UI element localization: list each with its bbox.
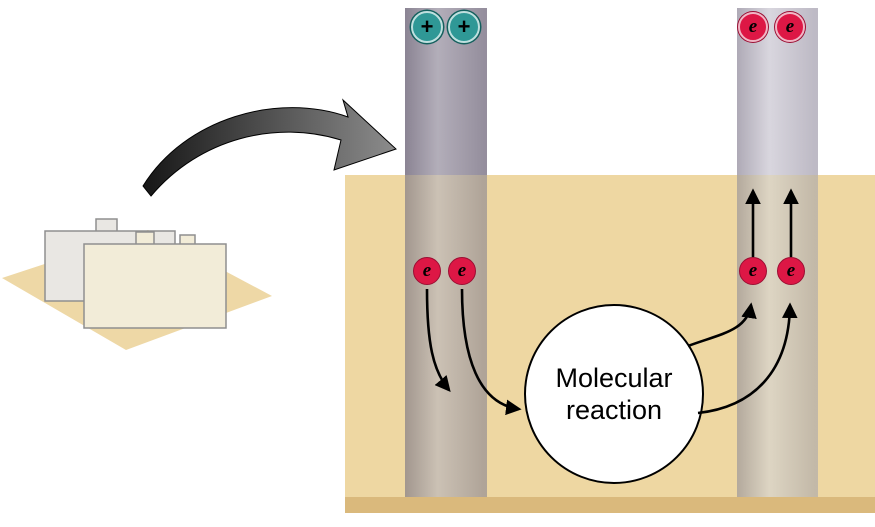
electron-symbol: e [457,260,467,281]
electron-symbol: e [785,16,795,37]
battery-cell-back [44,218,176,302]
battery-cell-back-body [44,230,176,302]
electron-symbol: e [422,260,432,281]
battery-cell-front-body [83,243,227,329]
electron-icon: e [738,12,768,42]
battery-base-surface [2,230,272,350]
electron-symbol: e [748,16,758,37]
molecular-reaction-label-line1: Molecular [555,362,673,393]
right-electrode-submerged [737,175,818,497]
molecular-reaction-label-line2: reaction [565,395,663,425]
battery-terminal-tab [179,234,196,247]
positive-terminal-icon: + [411,11,443,43]
battery-cell-front [83,231,227,329]
electron-icon: e [448,257,476,285]
electron-icon: e [775,12,805,42]
battery-terminal-tab [95,218,118,234]
left-electrode-submerged [405,175,487,497]
electron-icon: e [777,257,805,285]
positive-terminal-icon: + [448,11,480,43]
plus-symbol: + [420,14,434,39]
electron-icon: e [413,257,441,285]
electron-symbol: e [748,260,758,281]
electron-icon: e [739,257,767,285]
electrolyte-bottom-edge [345,497,875,513]
battery-terminal-tab [135,231,155,246]
molecular-reaction-circle: Molecular reaction [524,304,704,484]
plus-symbol: + [457,14,471,39]
electron-symbol: e [786,260,796,281]
